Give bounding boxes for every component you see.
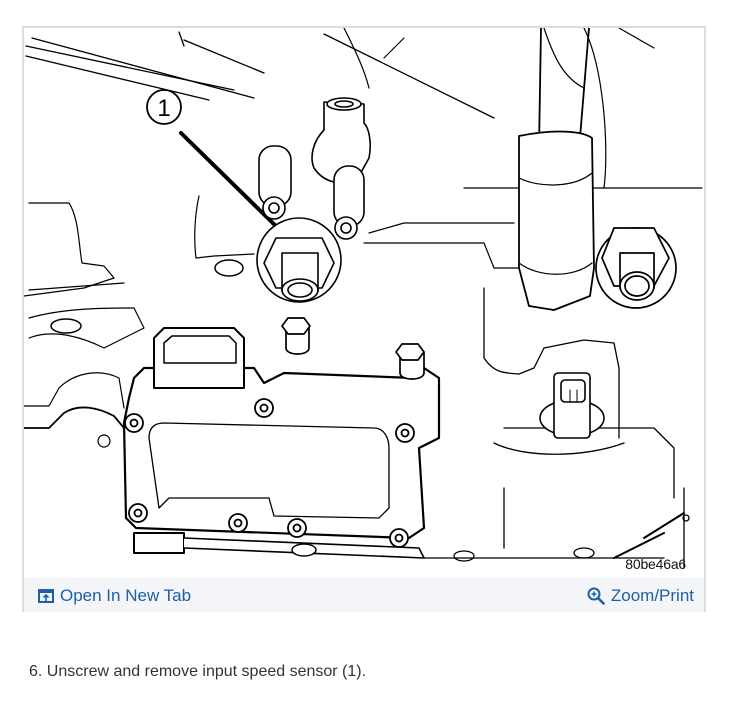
figure-footer-bar: Open In New Tab Zoom/Print	[24, 578, 704, 612]
right-fitting	[595, 227, 677, 309]
svg-text:1: 1	[157, 95, 170, 122]
figure-id-label: 80be46a6	[625, 556, 686, 572]
figure-container: 1	[22, 26, 706, 612]
selector-rod	[518, 28, 595, 311]
open-in-new-tab-icon	[38, 588, 54, 603]
housing-edges-top-left	[25, 31, 495, 119]
zoom-in-icon	[587, 587, 605, 605]
output-speed-sensor	[539, 372, 605, 439]
instruction-step: 6. Unscrew and remove input speed sensor…	[29, 663, 367, 680]
solenoid-assembly	[122, 317, 441, 559]
open-in-new-tab-link[interactable]: Open In New Tab	[38, 586, 191, 606]
open-in-new-tab-label: Open In New Tab	[60, 585, 192, 605]
zoom-print-link[interactable]: Zoom/Print	[587, 586, 694, 606]
zoom-print-label: Zoom/Print	[610, 585, 694, 605]
technical-illustration: 1	[24, 28, 704, 578]
input-speed-sensor	[256, 97, 371, 303]
